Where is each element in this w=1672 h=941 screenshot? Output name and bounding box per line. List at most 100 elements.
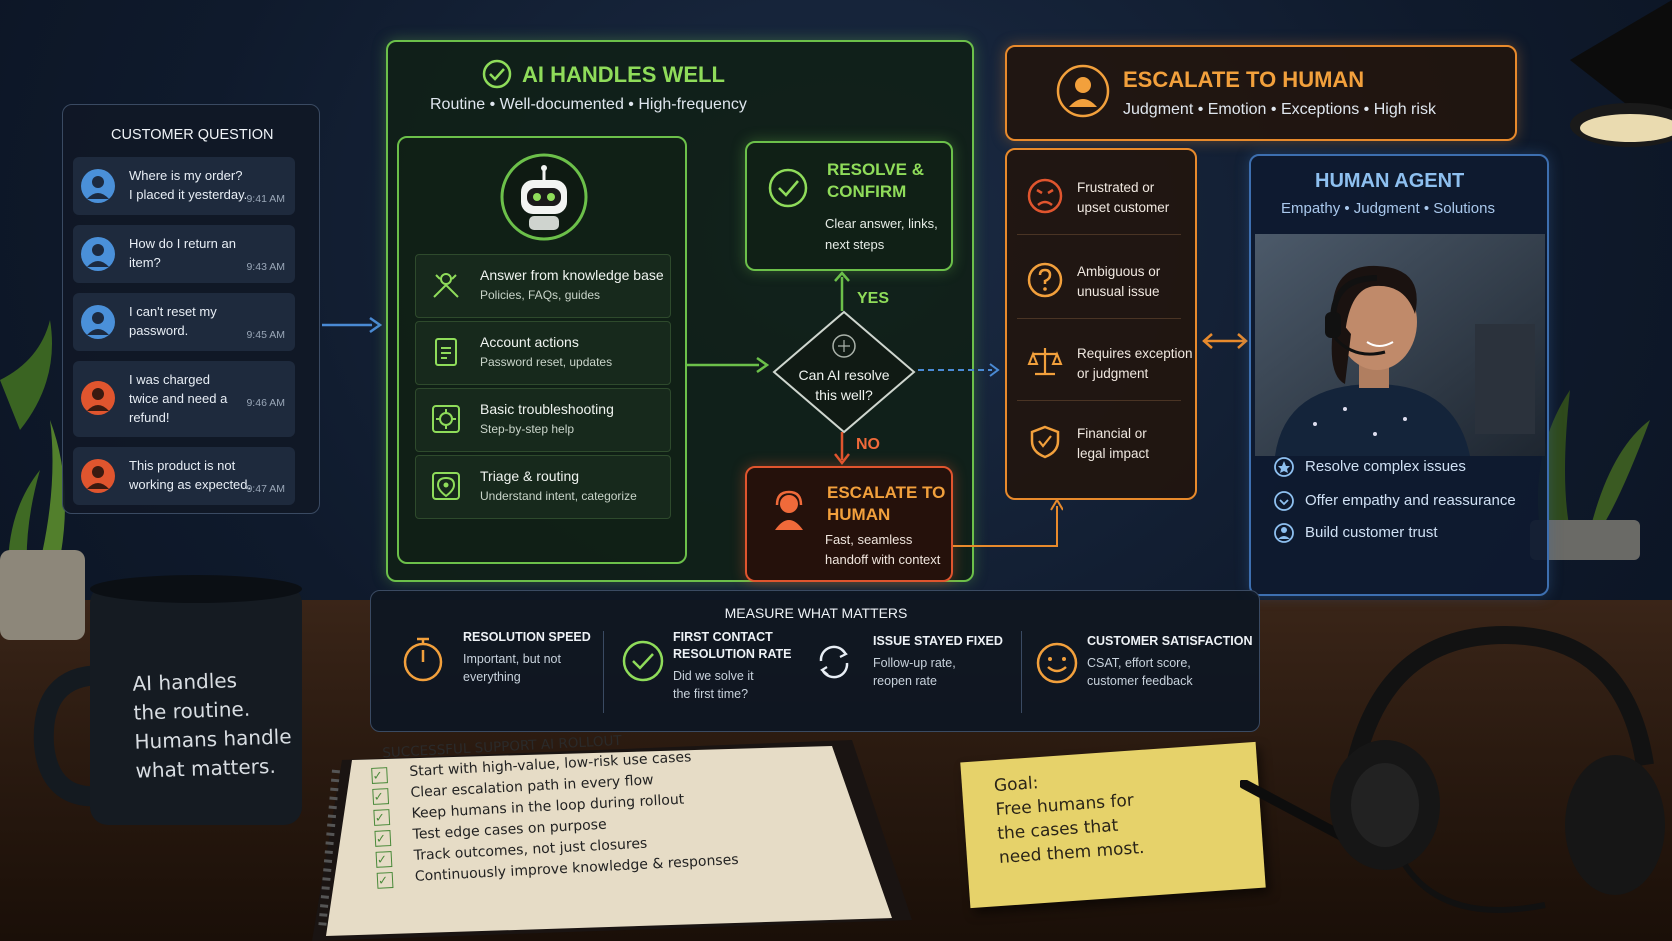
- stopwatch-icon: [403, 637, 443, 682]
- checkbox-icon: ✓: [373, 809, 391, 826]
- benefit-text: Build customer trust: [1305, 524, 1438, 541]
- capability-sub: Policies, FAQs, guides: [480, 288, 601, 302]
- metric-sub: Important, but not everything: [463, 652, 561, 684]
- question-text: I can't reset my password.: [129, 304, 217, 338]
- flow-arrow: [322, 316, 382, 334]
- human-agent-title: HUMAN AGENT: [1315, 170, 1465, 192]
- customer-avatar: [81, 237, 115, 271]
- decision-diamond: [772, 310, 916, 434]
- robot-icon: [500, 153, 588, 241]
- metric-item: RESOLUTION SPEED Important, but not ever…: [463, 629, 593, 686]
- notebook: SUCCESSFUL SUPPORT AI ROLLOUT ✓Start wit…: [312, 733, 932, 941]
- measure-title: MEASURE WHAT MATTERS: [724, 605, 908, 621]
- metric-title: CUSTOMER SATISFACTION: [1087, 634, 1253, 648]
- human-agent-panel: HUMAN AGENT Empathy • Judgment • Solutio…: [1249, 154, 1549, 596]
- question-item[interactable]: Where is my order? I placed it yesterday…: [73, 157, 295, 215]
- headphones: [1330, 625, 1665, 913]
- benefit-text: Offer empathy and reassurance: [1305, 492, 1516, 509]
- agent-headset-icon: [775, 490, 803, 530]
- agent-icon: [1056, 64, 1110, 118]
- capability-title: Basic troubleshooting: [480, 401, 614, 417]
- resolve-title: RESOLVE & CONFIRM: [827, 160, 924, 201]
- resolve-confirm-box: RESOLVE & CONFIRM Clear answer, links, n…: [745, 141, 953, 271]
- heart-icon: [1274, 491, 1294, 511]
- question-item[interactable]: How do I return an item? 9:43 AM: [73, 225, 295, 283]
- no-arrow: [834, 432, 850, 466]
- question-time: 9:47 AM: [246, 483, 285, 495]
- benefit-text: Resolve complex issues: [1305, 458, 1466, 475]
- escalate-small-sub: Fast, seamless handoff with context: [825, 532, 941, 567]
- metric-sub: Did we solve it the first time?: [673, 669, 754, 701]
- capability-title: Answer from knowledge base: [480, 267, 664, 283]
- ai-handles-title: AI HANDLES WELL: [522, 62, 725, 87]
- capability-sub: Password reset, updates: [480, 355, 613, 369]
- reason-text: Requires exception or judgment: [1077, 346, 1193, 381]
- metric-title: ISSUE STAYED FIXED: [873, 634, 1003, 648]
- question-icon: [1027, 262, 1063, 298]
- question-text: This product is not working as expected.: [129, 458, 252, 492]
- question-text: How do I return an item?: [129, 236, 236, 270]
- capability-row[interactable]: Answer from knowledge base Policies, FAQ…: [415, 254, 671, 318]
- customer-question-panel: CUSTOMER QUESTION Where is my order? I p…: [62, 104, 320, 514]
- metric-sub: CSAT, effort score, customer feedback: [1087, 656, 1193, 688]
- escalate-subtitle: Judgment • Emotion • Exceptions • High r…: [1123, 101, 1436, 118]
- triage-icon: [432, 472, 460, 500]
- question-item[interactable]: I was charged twice and need a refund! 9…: [73, 361, 295, 437]
- question-time: 9:46 AM: [246, 397, 285, 409]
- reason-row: Ambiguous or unusual issue: [1017, 244, 1181, 319]
- checkbox-icon: ✓: [372, 788, 390, 805]
- question-time: 9:43 AM: [246, 261, 285, 273]
- question-text: I was charged twice and need a refund!: [129, 372, 228, 425]
- capability-row[interactable]: Account actions Password reset, updates: [415, 321, 671, 385]
- metric-item: FIRST CONTACT RESOLUTION RATE Did we sol…: [673, 629, 803, 703]
- agent-photo: [1255, 234, 1545, 456]
- flow-arrow: [687, 356, 769, 374]
- human-agent-subtitle: Empathy • Judgment • Solutions: [1281, 200, 1495, 217]
- capability-title: Triage & routing: [480, 468, 580, 484]
- yes-label: YES: [857, 290, 890, 307]
- question-item[interactable]: This product is not working as expected.…: [73, 447, 295, 505]
- troubleshoot-icon: [432, 405, 460, 433]
- capability-sub: Understand intent, categorize: [480, 489, 637, 503]
- checkbox-icon: ✓: [371, 767, 388, 784]
- customer-avatar: [81, 169, 115, 203]
- lamp: [1530, 0, 1672, 170]
- ai-capabilities-box: Answer from knowledge base Policies, FAQ…: [397, 136, 687, 564]
- question-time: 9:41 AM: [246, 193, 285, 205]
- yes-arrow: [834, 271, 850, 311]
- scales-icon: [1027, 348, 1063, 376]
- customer-question-title: CUSTOMER QUESTION: [111, 127, 274, 143]
- shield-icon: [1030, 425, 1060, 459]
- metric-sub: Follow-up rate, reopen rate: [873, 656, 956, 688]
- check-circle-icon: [622, 640, 664, 682]
- plant-left: [0, 320, 90, 640]
- reason-row: Frustrated or upset customer: [1017, 160, 1181, 235]
- star-icon: [1274, 457, 1294, 477]
- customer-avatar: [81, 305, 115, 339]
- bidirectional-arrow: [1202, 333, 1248, 349]
- knowledge-icon: [433, 273, 459, 298]
- question-item[interactable]: I can't reset my password. 9:45 AM: [73, 293, 295, 351]
- measure-panel: MEASURE WHAT MATTERS RESOLUTION SPEED Im…: [370, 590, 1260, 732]
- reason-row: Financial or legal impact: [1017, 406, 1181, 480]
- reason-text: Ambiguous or unusual issue: [1077, 264, 1161, 299]
- reason-text: Financial or legal impact: [1077, 426, 1150, 461]
- smile-icon: [1036, 642, 1078, 684]
- capability-row[interactable]: Basic troubleshooting Step-by-step help: [415, 388, 671, 452]
- capability-sub: Step-by-step help: [480, 422, 575, 436]
- metric-item: ISSUE STAYED FIXED Follow-up rate, reope…: [873, 633, 1013, 690]
- question-time: 9:45 AM: [246, 329, 285, 341]
- angry-face-icon: [1027, 178, 1063, 214]
- metric-divider: [1021, 631, 1022, 713]
- resolve-sub: Clear answer, links, next steps: [825, 216, 938, 252]
- check-circle-icon: [768, 168, 808, 208]
- metric-title: FIRST CONTACT RESOLUTION RATE: [673, 630, 792, 661]
- metric-divider: [603, 631, 604, 713]
- customer-avatar: [81, 459, 115, 493]
- escalate-title: ESCALATE TO HUMAN: [1123, 67, 1365, 92]
- decision-question: Can AI resolve this well?: [798, 367, 890, 403]
- capability-row[interactable]: Triage & routing Understand intent, cate…: [415, 455, 671, 519]
- reason-row: Requires exception or judgment: [1017, 326, 1193, 401]
